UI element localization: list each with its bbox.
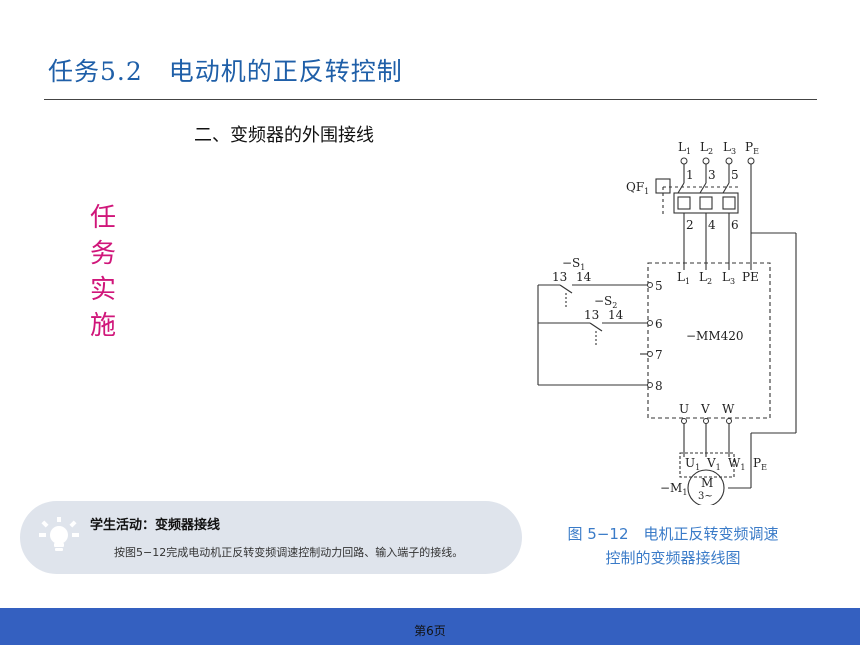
side-label-char: 施 <box>89 311 116 341</box>
motor-label: −M1 <box>660 481 687 497</box>
breaker-terminal-number: 3 <box>708 168 716 182</box>
motor-terminal-label: U1 <box>685 456 700 472</box>
output-terminal <box>726 418 732 424</box>
output-label: U <box>679 402 689 416</box>
output-terminal <box>681 418 687 424</box>
page-number: 第6页 <box>414 624 446 638</box>
output-terminal <box>703 418 709 424</box>
inverter-wiring-diagram: L1 L2 L3 PE 1 3 5 2 4 6 QF1 L1 L2 L3 PE … <box>537 140 797 505</box>
breaker-terminal-number: 2 <box>686 218 694 232</box>
breaker-pole <box>699 196 713 210</box>
student-activity-panel: 学生活动：变频器接线 按图5−12完成电动机正反转变频调速控制动力回路、输入端子… <box>20 501 522 574</box>
breaker-contact <box>699 182 707 194</box>
switch-s1-label: −S1 <box>562 256 585 272</box>
switch-s1-contact <box>559 284 573 294</box>
inverter-input-label: L3 <box>722 270 735 286</box>
supply-terminal <box>680 157 688 165</box>
switch-s2-label: −S2 <box>594 294 617 310</box>
switch-s1-pin: 13 <box>552 270 567 284</box>
output-label: W <box>722 402 735 416</box>
page-title: 任务5.2 电动机的正反转控制 <box>48 57 403 86</box>
footer-bar <box>0 608 860 645</box>
breaker-pole <box>722 196 736 210</box>
supply-label: L1 <box>678 140 691 156</box>
supply-terminal <box>725 157 733 165</box>
title-divider <box>44 99 817 100</box>
breaker-terminal-number: 1 <box>686 168 694 182</box>
breaker-contact <box>722 182 730 194</box>
breaker-handle <box>655 178 671 194</box>
supply-label: L3 <box>723 140 736 156</box>
switch-s2-contact <box>589 322 603 332</box>
motor-circle <box>687 469 725 505</box>
breaker-terminal-number: 6 <box>731 218 739 232</box>
inverter-input-label: L2 <box>699 270 712 286</box>
breaker-terminal-number: 5 <box>731 168 739 182</box>
inverter-input-label: PE <box>742 270 759 284</box>
figure-caption: 图 5−12 电机正反转变频调速 控制的变频器接线图 <box>548 522 798 570</box>
task-implementation-label: 任 务 实 施 <box>86 200 120 344</box>
inverter-name: −MM420 <box>686 329 744 343</box>
input-terminal-number: 5 <box>655 279 663 293</box>
motor-phase: 3~ <box>698 491 713 502</box>
input-terminal <box>647 320 653 326</box>
caption-line-1: 图 5−12 电机正反转变频调速 <box>567 525 779 543</box>
motor-symbol: M <box>701 476 713 490</box>
inverter-box <box>647 262 771 419</box>
supply-terminal <box>702 157 710 165</box>
breaker-label: QF1 <box>626 180 649 196</box>
caption-line-2: 控制的变频器接线图 <box>605 549 741 567</box>
section-heading: 二、变频器的外围接线 <box>194 125 374 146</box>
activity-title: 学生活动：变频器接线 <box>90 518 221 533</box>
input-terminal-number: 8 <box>655 379 663 393</box>
motor-terminal-label: W1 <box>728 456 745 472</box>
breaker-pole <box>677 196 691 210</box>
input-terminal-number: 6 <box>655 317 663 331</box>
side-label-char: 务 <box>89 239 116 269</box>
motor-terminal-label: V1 <box>706 456 721 472</box>
switch-s1-pin: 14 <box>576 270 592 284</box>
lightbulb-icon <box>39 517 79 551</box>
input-terminal <box>647 282 653 288</box>
output-label: V <box>700 402 710 416</box>
breaker-terminal-number: 4 <box>708 218 716 232</box>
supply-terminal <box>747 157 755 165</box>
motor-terminal-box <box>679 452 735 478</box>
inverter-input-label: L1 <box>677 270 690 286</box>
breaker-contact <box>677 182 685 194</box>
switch-s2-pin: 13 <box>584 308 599 322</box>
side-label-char: 任 <box>89 203 116 233</box>
motor-terminal-label: PE <box>753 456 767 472</box>
supply-label: L2 <box>700 140 713 156</box>
input-terminal <box>647 351 653 357</box>
switch-s2-pin: 14 <box>608 308 624 322</box>
input-terminal-number: 7 <box>655 348 663 362</box>
side-label-char: 实 <box>89 275 116 305</box>
input-terminal <box>647 382 653 388</box>
breaker-body <box>673 192 739 214</box>
supply-label: PE <box>745 140 759 156</box>
activity-text: 按图5−12完成电动机正反转变频调速控制动力回路、输入端子的接线。 <box>114 546 464 559</box>
